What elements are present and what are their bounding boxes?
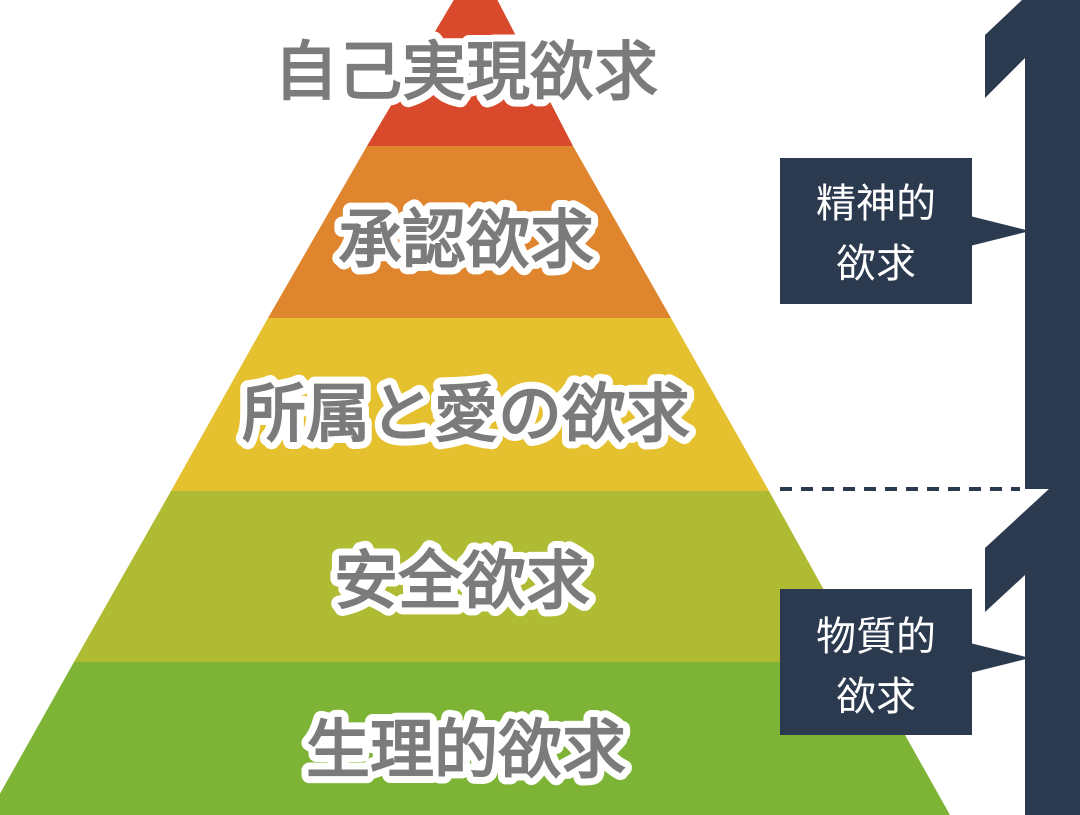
label-belonging: 所属と愛の欲求: [242, 378, 690, 452]
spiritual-callout-line2: 欲求: [836, 241, 916, 287]
material-needs-callout: 物質的 欲求: [780, 589, 1030, 735]
spiritual-callout-line1: 精神的: [816, 181, 936, 227]
spiritual-arrow-icon: [985, 0, 1080, 489]
material-callout-line1: 物質的: [816, 614, 936, 660]
pyramid-band-safety: [74, 491, 864, 662]
label-esteem: 承認欲求: [338, 204, 594, 278]
material-arrow-icon: [985, 488, 1080, 815]
label-self-actualization: 自己実現欲求: [274, 36, 658, 110]
pyramid-band-belonging: [171, 318, 769, 491]
pyramid: [0, 0, 950, 815]
label-safety: 安全欲求: [334, 545, 590, 619]
label-physiological: 生理的欲求: [306, 714, 626, 788]
material-callout-line2: 欲求: [836, 674, 916, 720]
pyramid-band-physiological: [0, 662, 950, 815]
pyramid-band-esteem: [268, 146, 671, 318]
pyramid-labels: 自己実現欲求 承認欲求 所属と愛の欲求 安全欲求 生理的欲求: [235, 29, 697, 795]
pyramid-band-self-actualization: [367, 0, 573, 146]
spiritual-needs-callout: 精神的 欲求: [780, 158, 1030, 304]
